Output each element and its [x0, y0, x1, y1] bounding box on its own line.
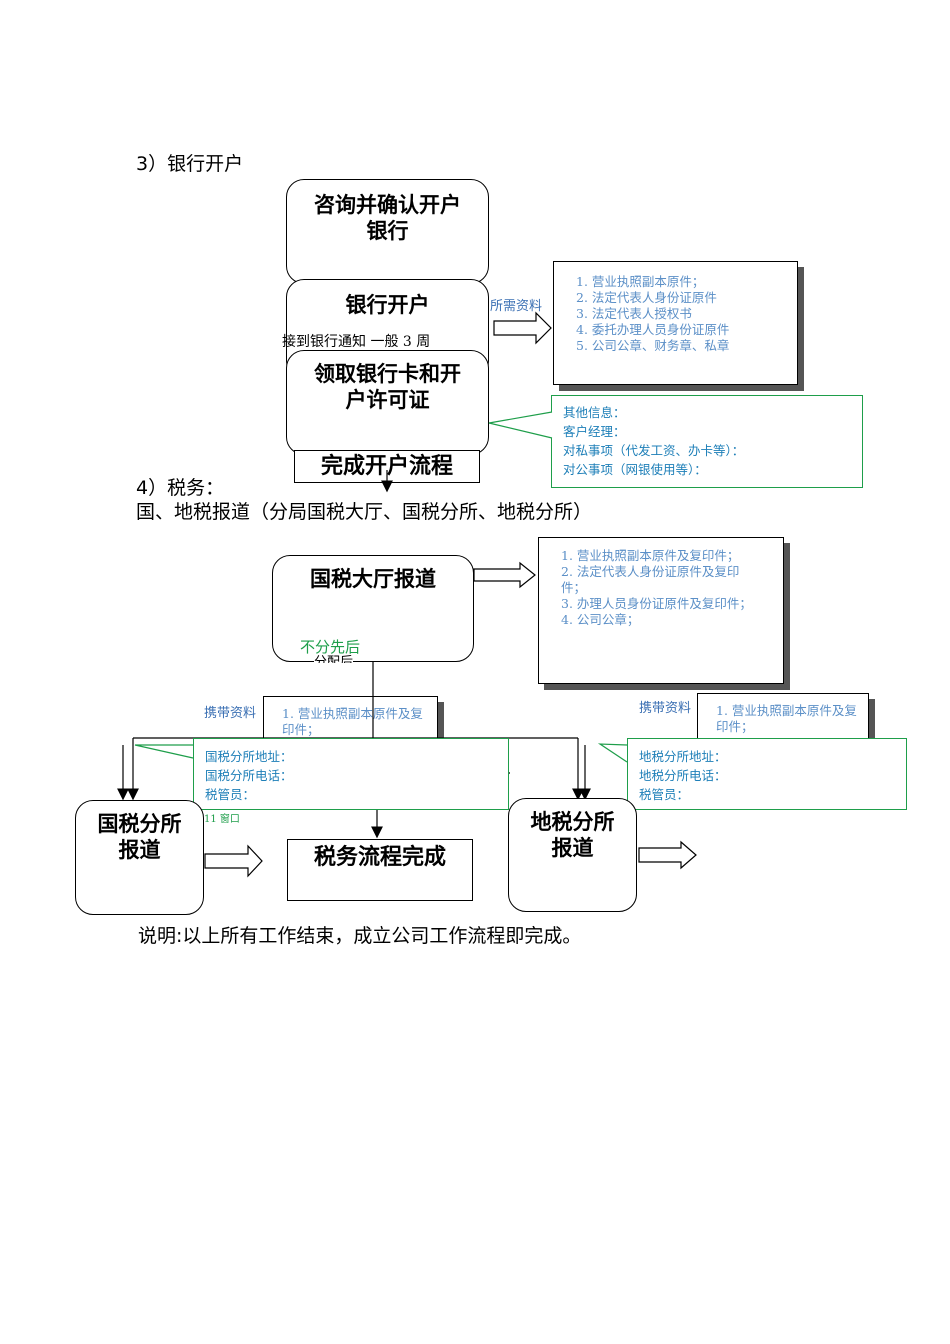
- step-consult-bank: 咨询并确认开户银行: [286, 179, 489, 284]
- local-tax-branch-label: 地税分所报道: [530, 810, 615, 860]
- step-consult-bank-label: 咨询并确认开户银行: [314, 193, 461, 243]
- list-item: 2. 法定代表人身份证原件: [576, 290, 717, 305]
- national-materials-note: 1. 营业执照副本原件及复印件；: [263, 696, 438, 742]
- local-tax-branch: 地税分所报道: [508, 798, 637, 912]
- step-collect-card: 领取银行卡和开户许可证: [286, 350, 489, 455]
- list-item: 1. 营业执照副本原件；: [576, 274, 705, 289]
- national-tax-branch: 国税分所报道: [75, 800, 204, 915]
- list-item: 5. 公司公章、财务章、私章: [576, 338, 730, 353]
- bank-heading: 3）银行开户: [136, 153, 244, 175]
- local-branch-info: 地税分所地址： 地税分所电话： 税管员：: [627, 738, 907, 810]
- national-branch-info: 国税分所地址： 国税分所电话： 税管员：: [193, 738, 509, 810]
- national-tax-hall-label: 国税大厅报道: [310, 567, 436, 591]
- list-item: 4. 公司公章；: [561, 612, 640, 627]
- info-line: 税管员：: [205, 787, 256, 802]
- list-item: 3. 法定代表人授权书: [576, 306, 692, 321]
- tax-complete: 税务流程完成: [287, 839, 473, 901]
- national-tax-branch-label: 国税分所报道: [97, 812, 182, 862]
- info-line: 对公事项（网银使用等）：: [563, 462, 707, 477]
- step-bank-open-label: 银行开户: [345, 293, 430, 317]
- local-materials-label: 携带资料: [639, 701, 692, 716]
- tax-subheading: 国、地税报道（分局国税大厅、国税分所、地税分所）: [136, 501, 593, 523]
- info-line: 地税分所地址：: [639, 749, 727, 764]
- info-line: 国税分所地址：: [205, 749, 293, 764]
- bank-materials-note: 1. 营业执照副本原件； 2. 法定代表人身份证原件 3. 法定代表人授权书 4…: [553, 261, 798, 385]
- national-materials-label: 携带资料: [204, 706, 257, 721]
- info-line: 其他信息：: [563, 405, 626, 420]
- list-item: 4. 委托办理人员身份证原件: [576, 322, 730, 337]
- hall-order-note: 不分先后: [300, 638, 361, 656]
- tax-complete-label: 税务流程完成: [313, 845, 446, 870]
- info-line: 地税分所电话：: [639, 768, 727, 783]
- hall-materials-note: 1. 营业执照副本原件及复印件； 2. 法定代表人身份证原件及复印件； 3. 办…: [538, 537, 784, 684]
- list-item: 1. 营业执照副本原件及复印件；: [716, 703, 857, 734]
- list-item: 1. 营业执照副本原件及复印件；: [282, 706, 423, 737]
- hall-assign-note: 分配后: [314, 655, 354, 663]
- list-item: 3. 办理人员身份证原件及复印件；: [561, 596, 752, 611]
- info-line: 对私事项（代发工资、办卡等）：: [563, 443, 745, 458]
- info-line: 国税分所电话：: [205, 768, 293, 783]
- list-item: 1. 营业执照副本原件及复印件；: [561, 548, 740, 563]
- info-line: 客户经理：: [563, 424, 626, 439]
- bank-materials-label: 所需资料: [490, 299, 543, 314]
- tax-heading: 4）税务：: [136, 477, 225, 499]
- list-item: 2. 法定代表人身份证原件及复印件；: [561, 564, 740, 595]
- window-note: 11 窗口: [204, 814, 240, 825]
- step-collect-card-label: 领取银行卡和开户许可证: [314, 362, 461, 412]
- bank-notice-note: 接到银行通知 一般 3 周: [282, 334, 431, 350]
- bank-other-info: 其他信息： 客户经理： 对私事项（代发工资、办卡等）： 对公事项（网银使用等）：: [551, 395, 863, 488]
- info-line: 税管员：: [639, 787, 690, 802]
- footer-note: 说明:以上所有工作结束，成立公司工作流程即完成。: [138, 925, 582, 947]
